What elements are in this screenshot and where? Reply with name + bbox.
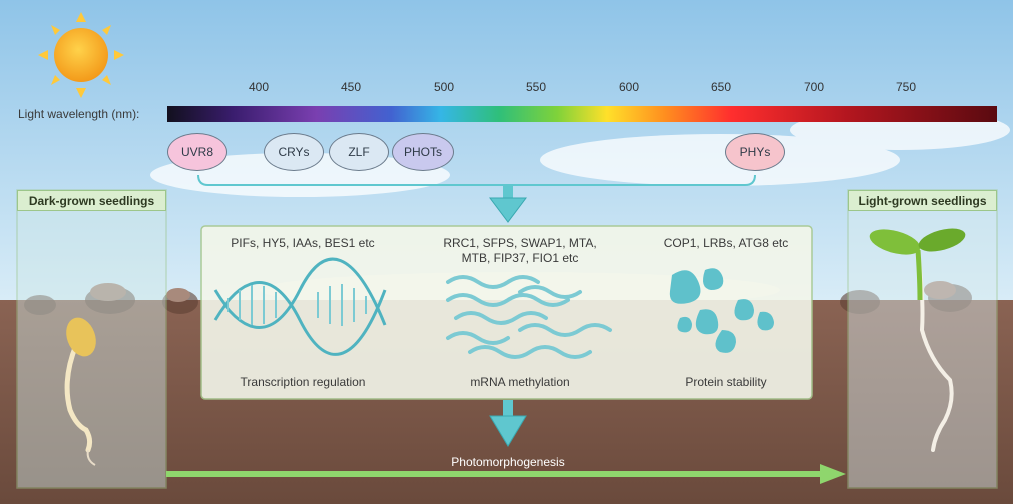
wavelength-axis-label: Light wavelength (nm): [18,107,140,121]
down-arrow-icon [489,186,527,223]
spectrum-bar [167,106,997,122]
mrna-strands-icon [446,275,612,359]
protein-blobs-icon [669,268,774,353]
light-seedlings-title: Light-grown seedlings [848,190,997,211]
methylation-factors-line1: RRC1, SFPS, SWAP1, MTA, [443,236,597,250]
photomorphogenesis-label: Photomorphogenesis [451,455,565,469]
receptor-zlf: ZLF [329,133,389,171]
light-seedling [869,228,966,452]
protein-caption: Protein stability [685,375,767,389]
dark-seedlings-title: Dark-grown seedlings [17,190,166,211]
transcription-factors: PIFs, HY5, IAAs, BES1 etc [231,236,375,250]
dark-seedling [64,317,96,466]
down-arrow-icon [489,400,527,447]
tick-label: 600 [618,80,640,94]
protein-factors: COP1, LRBs, ATG8 etc [663,236,789,250]
transcription-caption: Transcription regulation [240,375,366,389]
receptor-uvr8: UVR8 [167,133,227,171]
sun-icon [38,12,124,98]
methylation-caption: mRNA methylation [470,375,570,389]
dna-helix-icon [213,257,387,356]
tick-label: 750 [895,80,917,94]
photomorphogenesis-arrow-icon [166,464,846,484]
tick-label: 550 [525,80,547,94]
tick-label: 700 [803,80,825,94]
receptor-crys: CRYs [264,133,324,171]
tick-label: 500 [433,80,455,94]
receptor-phots: PHOTs [392,133,454,171]
methylation-factors-line2: MTB, FIP37, FIO1 etc [461,251,579,265]
receptor-phys: PHYs [725,133,785,171]
tick-label: 400 [248,80,270,94]
tick-label: 650 [710,80,732,94]
tick-label: 450 [340,80,362,94]
receptor-bracket [197,174,756,186]
